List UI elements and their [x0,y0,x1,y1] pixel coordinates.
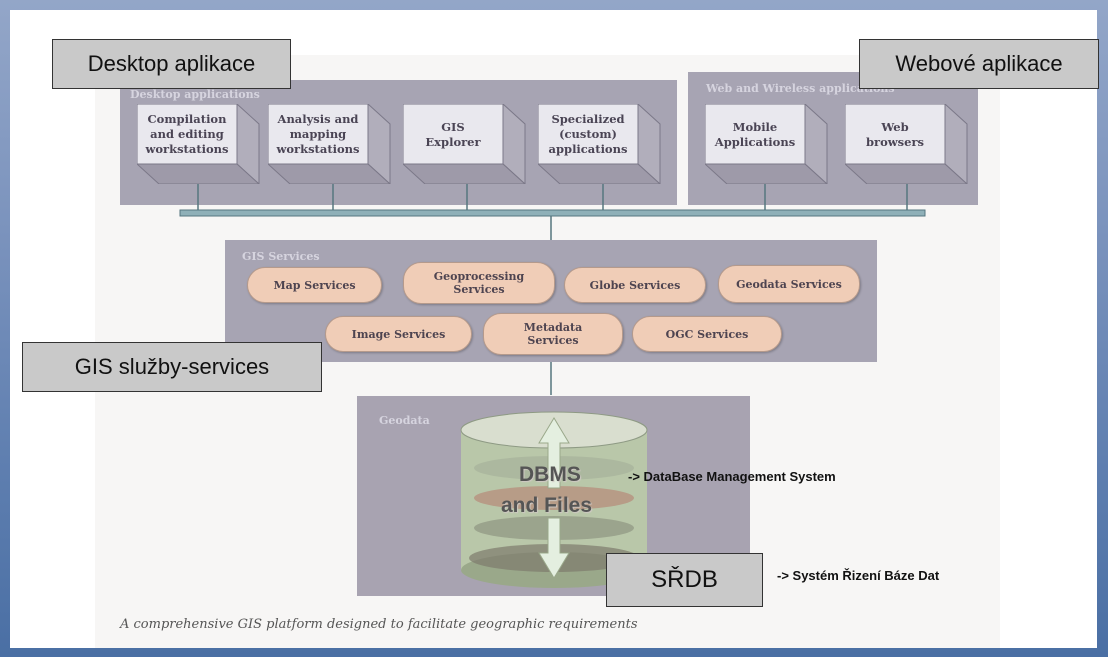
dbms-label: DBMS [519,463,581,486]
database-cylinder-icon [460,411,648,588]
webove-aplikace-callout: Webové aplikace [859,39,1099,89]
desktop-aplikace-callout: Desktop aplikace [52,39,291,89]
srdb-callout: SŘDB [606,553,763,607]
web-applications-title: Web and Wireless applications [706,82,895,95]
desktop-app-label: Analysis and mapping workstations [276,112,360,156]
desktop-app-label: GIS Explorer [425,120,481,149]
geodata-title: Geodata [379,414,430,427]
image-services-pill: Image Services [325,316,472,352]
gis-sluzby-callout: GIS služby-services [22,342,322,392]
desktop-applications-title: Desktop applications [130,88,260,101]
web-app-label: Web browsers [866,120,924,149]
ogc-services-pill: OGC Services [632,316,782,352]
map-services-pill: Map Services [247,267,382,303]
globe-services-pill: Globe Services [564,267,706,303]
web-app-label: Mobile Applications [714,120,796,149]
figure-caption: A comprehensive GIS platform designed to… [120,617,638,632]
geodata-services-pill: Geodata Services [718,265,860,303]
metadata-services-pill: Metadata Services [483,313,623,355]
files-label: and Files [501,494,593,517]
srdb-note: -> Systém Řizení Báze Dat [777,568,940,583]
geoprocessing-services-pill: Geoprocessing Services [403,262,555,304]
desktop-app-label: Specialized (custom) applications [548,112,628,156]
desktop-app-label: Compilation and editing workstations [145,112,229,156]
dbms-note: -> DataBase Management System [628,469,836,484]
gis-services-title: GIS Services [242,250,320,263]
